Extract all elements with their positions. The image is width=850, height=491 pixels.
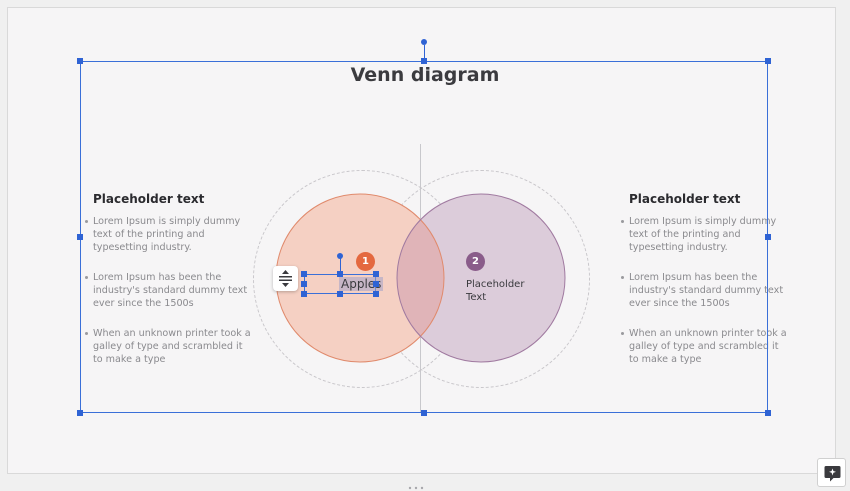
left-column-heading: Placeholder text — [93, 192, 205, 206]
group-rotate-handle[interactable] — [421, 39, 427, 45]
right-bullet-3: When an unknown printer took a galley of… — [621, 327, 789, 366]
left-bullet-3: When an unknown printer took a galley of… — [85, 327, 253, 366]
left-bullet-2: Lorem Ipsum has been the industry's stan… — [85, 271, 253, 310]
group-handle-tl[interactable] — [77, 58, 83, 64]
apples-handle-bl[interactable] — [301, 291, 307, 297]
add-comment-icon — [824, 466, 841, 482]
right-column-heading: Placeholder text — [629, 192, 741, 206]
group-selection-box[interactable] — [80, 61, 768, 413]
apples-handle-br[interactable] — [373, 291, 379, 297]
line-spacing-button[interactable] — [273, 266, 298, 291]
right-circle-label[interactable]: Placeholder Text — [466, 279, 525, 303]
apples-label[interactable]: Apples — [339, 277, 384, 291]
right-bullet-1: Lorem Ipsum is simply dummy text of the … — [621, 215, 789, 254]
panel-resize-grip[interactable] — [408, 486, 424, 490]
apples-handle-bc[interactable] — [337, 291, 343, 297]
right-venn-circle[interactable] — [397, 194, 565, 362]
left-text-column[interactable]: Placeholder text Lorem Ipsum is simply d… — [85, 192, 253, 383]
left-number-badge: 1 — [356, 252, 375, 271]
slide-title[interactable]: Venn diagram — [350, 64, 500, 86]
apples-handle-tr[interactable] — [373, 271, 379, 277]
group-handle-bc[interactable] — [421, 410, 427, 416]
right-number-badge: 2 — [466, 252, 485, 271]
group-handle-bl[interactable] — [77, 410, 83, 416]
right-text-column[interactable]: Placeholder text Lorem Ipsum is simply d… — [621, 192, 789, 383]
apples-rotate-handle[interactable] — [337, 253, 343, 259]
apples-rotate-stem — [340, 258, 341, 274]
line-spacing-icon — [279, 270, 292, 287]
apples-handle-ml[interactable] — [301, 281, 307, 287]
right-venn-circle-outline — [396, 193, 566, 363]
group-handle-tc[interactable] — [421, 58, 427, 64]
group-rotate-stem — [424, 45, 425, 61]
group-handle-ml[interactable] — [77, 234, 83, 240]
apples-handle-tl[interactable] — [301, 271, 307, 277]
group-handle-br[interactable] — [765, 410, 771, 416]
group-handle-mr[interactable] — [765, 234, 771, 240]
add-comment-button[interactable] — [817, 458, 846, 487]
apples-handle-tc[interactable] — [337, 271, 343, 277]
group-handle-tr[interactable] — [765, 58, 771, 64]
left-bullet-1: Lorem Ipsum is simply dummy text of the … — [85, 215, 253, 254]
apples-handle-mr[interactable] — [373, 281, 379, 287]
right-bullet-2: Lorem Ipsum has been the industry's stan… — [621, 271, 789, 310]
